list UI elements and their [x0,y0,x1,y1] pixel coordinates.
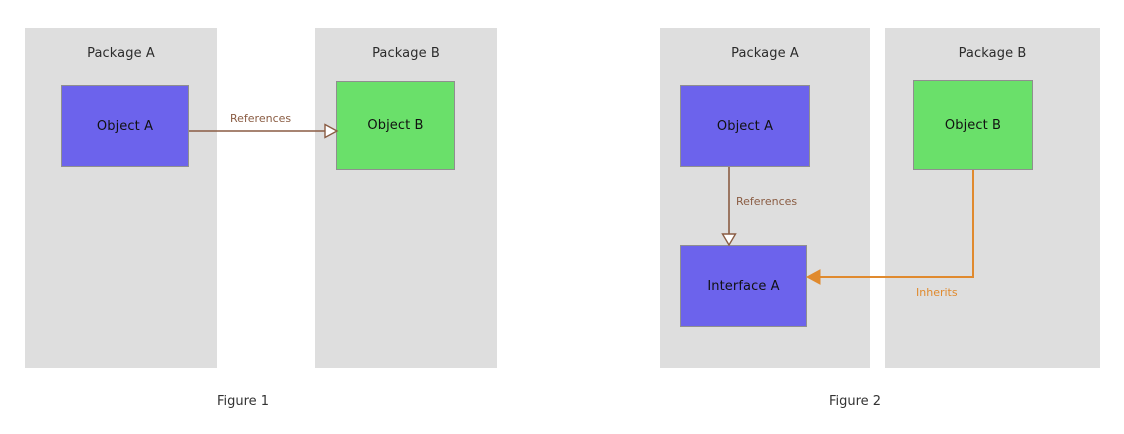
node-label: Object A [716,118,774,134]
node-interface-a-fig2[interactable]: Interface A [680,245,807,327]
package-title: Package A [731,46,799,61]
node-label: Object A [96,118,154,134]
edge-label-references-fig1: References [230,112,292,125]
package-container-b-fig1: Package B [315,28,497,368]
figure-caption-2: Figure 2 [828,394,882,409]
node-label: Object B [944,117,1002,133]
node-object-a-fig2[interactable]: Object A [680,85,810,167]
node-object-a-fig1[interactable]: Object A [61,85,189,167]
edge-label-inherits-fig2: Inherits [916,286,958,299]
node-label: Interface A [707,278,780,294]
node-label: Object B [367,118,424,133]
package-title: Package A [87,46,155,61]
package-title: Package B [958,46,1027,61]
figure-caption-1: Figure 1 [216,394,270,409]
package-container-b-fig2: Package B [885,28,1100,368]
node-object-b-fig2[interactable]: Object B [913,80,1033,170]
node-object-b-fig1[interactable]: Object B [336,81,455,170]
edge-label-references-fig2: References [736,195,798,208]
package-container-a-fig1: Package A [25,28,217,368]
package-title: Package B [372,46,440,61]
